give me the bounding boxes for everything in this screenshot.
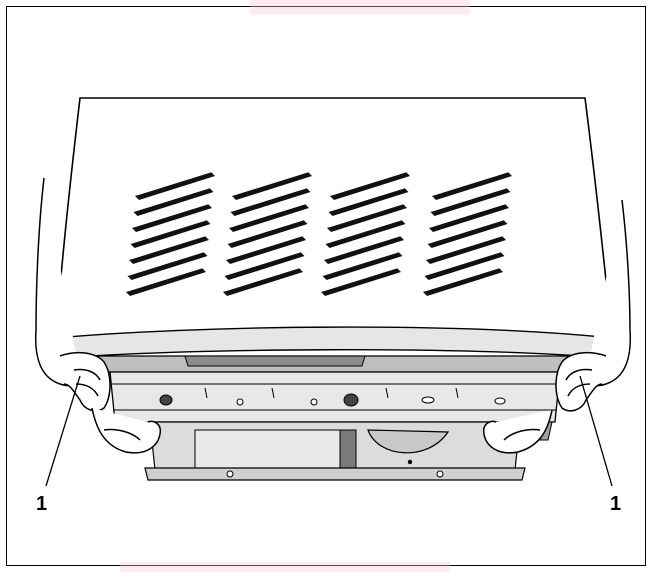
vent-slat-highlight (331, 171, 407, 196)
vent-slat-highlight (424, 267, 500, 292)
vent-slat-highlight (430, 203, 506, 228)
vent-slat-highlight (324, 251, 399, 276)
vent-slat (429, 204, 509, 232)
vent-slat-highlight (327, 219, 402, 244)
callout-label-right: 1 (610, 493, 622, 515)
vent-slat (325, 220, 406, 248)
vent-slat (432, 172, 512, 200)
vent-slat-highlight (427, 235, 503, 260)
vent-slat-highlight (426, 251, 501, 276)
vent-slat-highlight (227, 235, 303, 260)
vent-slat (126, 268, 206, 296)
hand-icon-right (482, 199, 632, 454)
vent-slat (427, 220, 508, 248)
vent-slat (423, 268, 503, 296)
vent-slat (129, 236, 209, 264)
vent-slat (232, 172, 312, 200)
vent-slat (226, 236, 306, 264)
vent-slat-highlight (127, 267, 203, 292)
vent-slat (327, 204, 407, 232)
vent-slat-highlight (432, 187, 507, 212)
vent-slat-highlight (322, 267, 398, 292)
vent-slat-highlight (130, 235, 206, 260)
vent-slat-highlight (230, 203, 306, 228)
vent-slat (321, 268, 401, 296)
vent-slat-highlight (132, 219, 207, 244)
vent-slat (426, 236, 506, 264)
vent-slots-icon (126, 171, 512, 296)
vent-slat (324, 236, 404, 264)
vent-slat (424, 252, 505, 280)
vent-slat (430, 188, 511, 216)
vent-slat-highlight (330, 187, 405, 212)
vent-slat (229, 204, 309, 232)
leader-line-right (579, 375, 613, 487)
vent-slat (133, 188, 214, 216)
vent-slat-highlight (229, 219, 304, 244)
vent-slat-highlight (233, 171, 309, 196)
vent-slat (132, 204, 212, 232)
watermark-top (250, 0, 470, 14)
vent-slat-highlight (136, 171, 212, 196)
hand-icon-left (34, 177, 162, 454)
vent-slat-highlight (129, 251, 204, 276)
vent-slat (330, 172, 410, 200)
callout-label-left: 1 (36, 493, 48, 515)
vent-slat (130, 220, 211, 248)
vent-slat-highlight (429, 219, 504, 244)
vent-slat-highlight (328, 203, 404, 228)
vent-slat (127, 252, 208, 280)
vent-slat (227, 220, 308, 248)
vent-slat-highlight (232, 187, 307, 212)
vent-slat-highlight (325, 235, 401, 260)
vent-slat-highlight (133, 203, 209, 228)
leader-line-left (45, 375, 81, 487)
vent-slat-highlight (226, 251, 301, 276)
callout-leaders (45, 375, 613, 487)
vent-slat-highlight (433, 171, 509, 196)
vent-slat (223, 268, 303, 296)
vent-slat-highlight (224, 267, 300, 292)
watermark-bottom (120, 562, 450, 572)
vent-slat (230, 188, 311, 216)
vent-slat (224, 252, 305, 280)
vent-slat (135, 172, 215, 200)
vent-slat (328, 188, 409, 216)
vent-slat-highlight (135, 187, 210, 212)
vent-slat (322, 252, 403, 280)
